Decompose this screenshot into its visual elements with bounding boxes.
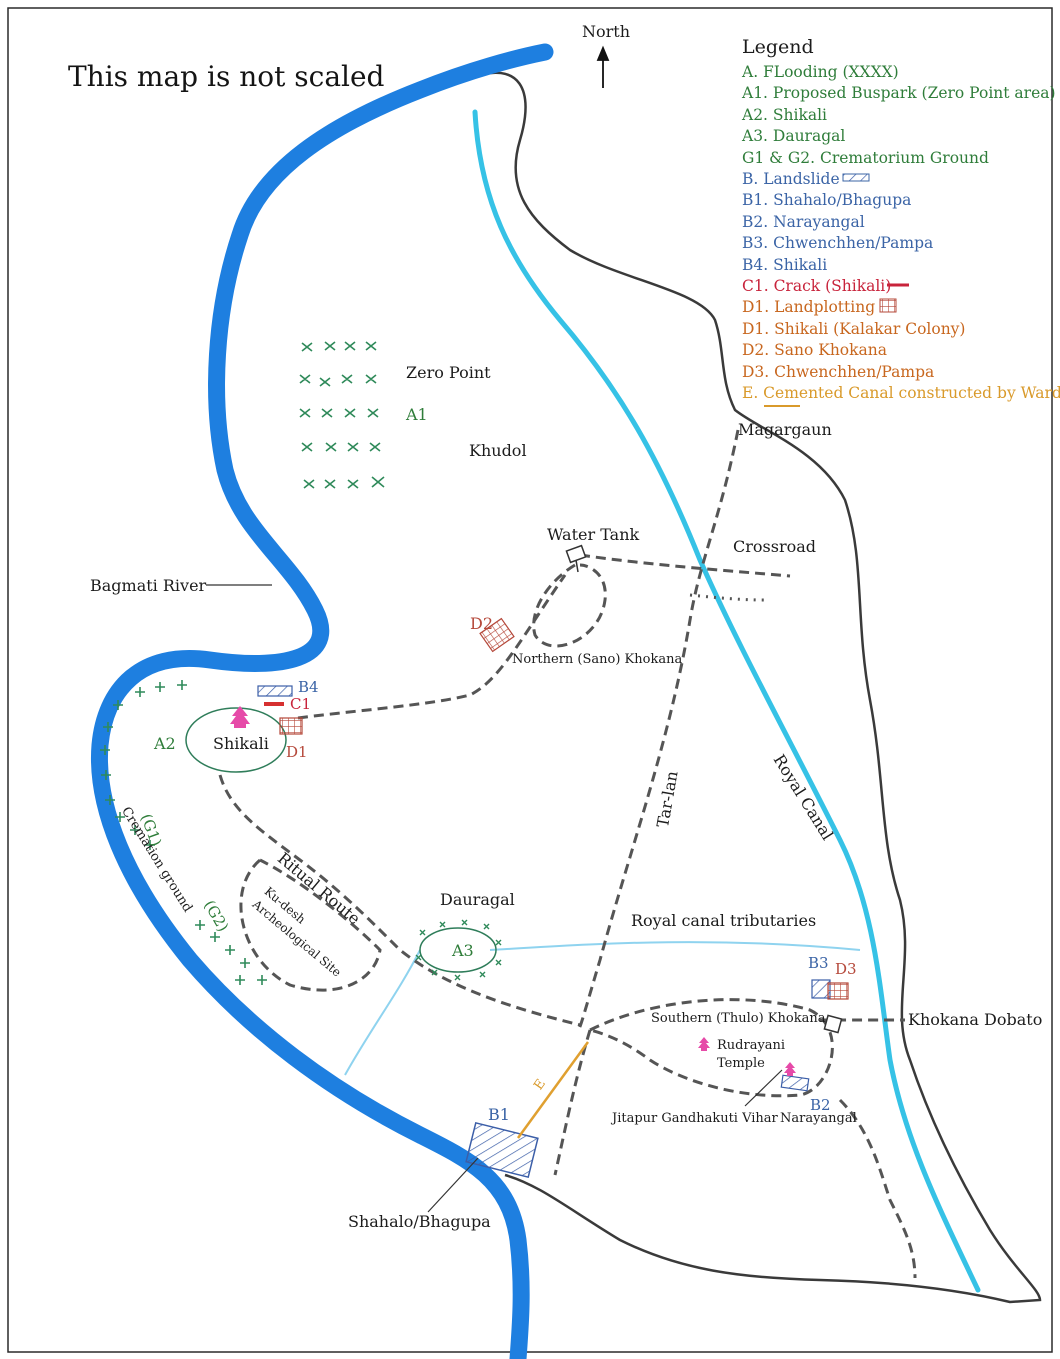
label-southern-khokana: Southern (Thulo) Khokana (651, 1011, 826, 1026)
legend-item: B1. Shahalo/Bhagupa (742, 191, 912, 210)
legend-heading: Legend (742, 36, 814, 58)
legend-item: A. FLooding (XXXX) (742, 63, 899, 81)
label-b4: B4 (298, 678, 319, 696)
label-crossroad: Crossroad (733, 537, 817, 556)
royal-canal-tributary (489, 941, 861, 951)
label-rudrayani-temple: Temple (717, 1056, 765, 1071)
label-d3: D3 (835, 960, 857, 978)
label-a2: A2 (154, 734, 176, 753)
legend-item: D1. Landplotting (742, 298, 876, 317)
legend-item: B2. Narayangal (742, 212, 865, 231)
cemented-canal-e (516, 1041, 590, 1139)
road-southern-khokana-loop (589, 998, 834, 1098)
crossroad-dotted (689, 593, 766, 602)
label-d2: D2 (470, 614, 494, 633)
landplotting-d2 (479, 617, 515, 653)
legend-hatch-icon (842, 173, 870, 182)
landplotting-d3 (827, 982, 849, 1000)
road-shikali-khokana (297, 574, 567, 720)
dauragal-area (419, 927, 497, 973)
legend-item: A1. Proposed Buspark (Zero Point area) (742, 84, 1056, 103)
label-d1: D1 (286, 743, 308, 761)
landslide-b2 (780, 1074, 810, 1092)
shahalo-leader-line (427, 1157, 479, 1213)
label-dauragal: Dauragal (440, 890, 515, 909)
label-khokana-dobato: Khokana Dobato (908, 1010, 1043, 1029)
label-rudrayani: Rudrayani (717, 1038, 786, 1053)
road-south (553, 1029, 592, 1176)
road-crossroad (579, 553, 791, 578)
label-royal-canal-tributaries: Royal canal tributaries (631, 911, 817, 930)
label-c1: C1 (290, 695, 312, 713)
legend-grid-icon (879, 298, 897, 313)
label-b2: B2 (810, 1096, 831, 1114)
legend-item: A3. Dauragal (742, 127, 846, 146)
label-shikali: Shikali (213, 734, 269, 753)
jitapur-leader-line (744, 1069, 783, 1107)
label-shahalo-bhagupa: Shahalo/Bhagupa (348, 1212, 491, 1231)
legend-item: B3. Chwenchhen/Pampa (742, 234, 934, 253)
legend-item: C1. Crack (Shikali) (742, 277, 892, 296)
label-zero-point: Zero Point (406, 363, 491, 382)
dauragal-flood-marks (415, 919, 502, 981)
road-magargaun-south (576, 429, 740, 1032)
legend-item: B. Landslide (742, 170, 840, 189)
label-a3: A3 (452, 941, 474, 960)
label-narayangal: Narayangal (780, 1111, 857, 1126)
label-magargaun: Magargaun (738, 420, 832, 439)
label-b1: B1 (488, 1105, 510, 1124)
map-title: This map is not scaled (68, 60, 385, 93)
landplotting-d1 (279, 717, 303, 735)
label-water-tank: Water Tank (547, 525, 640, 544)
road-south-east (838, 1098, 917, 1279)
bagmati-river (90, 43, 554, 1359)
road-network (218, 429, 917, 1279)
area-boundary (469, 71, 1042, 1304)
legend-item: G1 & G2. Crematorium Ground (742, 148, 989, 167)
landslide-b3 (811, 979, 831, 999)
label-b3: B3 (808, 954, 829, 972)
legend-item: D3. Chwenchhen/Pampa (742, 362, 935, 381)
legend: Legend A. FLooding (XXXX) A1. Proposed B… (742, 36, 1060, 405)
landslide-b4 (257, 685, 293, 697)
label-bagmati-river: Bagmati River (90, 576, 207, 595)
temple-icon (230, 706, 796, 1076)
shikali-area (185, 707, 287, 773)
road-tank-loop (532, 563, 607, 648)
label-khudol: Khudol (469, 441, 527, 460)
tributary-branch (344, 949, 421, 1076)
water-tank-icon (565, 544, 587, 573)
royal-canal (472, 109, 981, 1293)
legend-item: E. Cemented Canal constructed by Ward (742, 384, 1060, 403)
north-label: North (582, 22, 631, 41)
khokana-gate-icon (823, 1014, 843, 1034)
flood-marks-a1 (299, 341, 385, 489)
road-kudesh-loop (239, 858, 382, 992)
legend-item: B4. Shikali (742, 255, 828, 274)
label-jitapur: Jitapur Gandhakuti Vihar (612, 1111, 778, 1126)
legend-item: D1. Shikali (Kalakar Colony) (742, 319, 966, 338)
map-border (7, 7, 1053, 1353)
north-arrow-icon (596, 45, 610, 88)
legend-item: D2. Sano Khokana (742, 341, 887, 360)
label-northern-khokana: Northern (Sano) Khokana (512, 652, 683, 667)
cremation-ground-marks (100, 680, 267, 985)
legend-item: A2. Shikali (742, 105, 828, 124)
label-a1: A1 (406, 405, 428, 424)
